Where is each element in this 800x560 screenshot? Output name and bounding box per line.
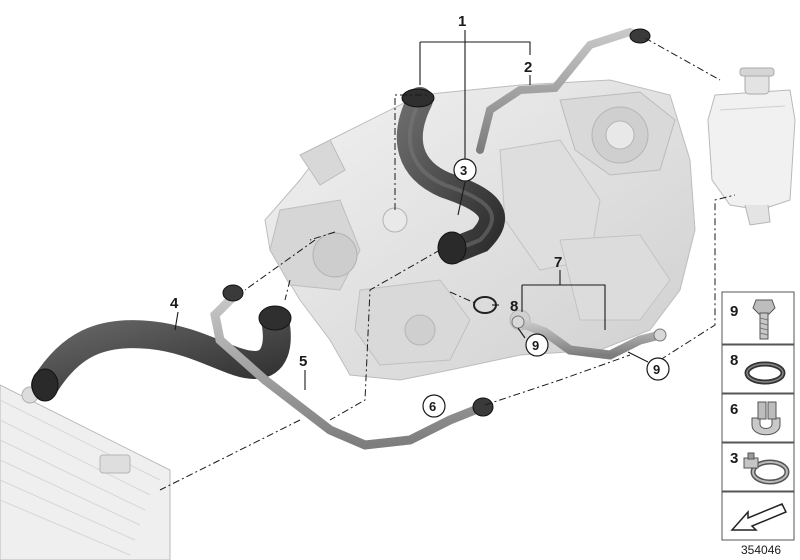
upper-radiator-hose: [396, 87, 505, 265]
callout-9a: 9: [532, 338, 539, 353]
legend-label-6: 6: [730, 401, 738, 418]
legend-label-3: 3: [730, 450, 738, 467]
expansion-tank: [707, 67, 796, 226]
callout-9a-circle: [525, 333, 549, 357]
legend-label-9: 9: [730, 303, 738, 320]
coolant-return-pipe: [210, 284, 494, 450]
callout-1: 1: [458, 13, 466, 30]
callout-4: 4: [170, 295, 179, 312]
diagram-id: 354046: [741, 543, 781, 557]
coolant-pipe-7: [511, 315, 667, 360]
callout-9b-circle: [646, 357, 670, 381]
expansion-tank-pipe: [476, 27, 651, 154]
o-ring-icon: [744, 361, 786, 385]
callout-8: 8: [510, 298, 518, 315]
hose-clamp-icon: [743, 452, 790, 485]
parts-legend: 9 8 6 3: [721, 291, 795, 541]
radiator: [0, 384, 171, 560]
installation-lines: [159, 37, 736, 491]
leader-lines: [174, 30, 649, 390]
callout-3-circle: [453, 158, 477, 182]
callout-2: 2: [524, 59, 532, 76]
legend-label-8: 8: [730, 352, 738, 369]
bolt-icon: [752, 299, 776, 340]
callout-9b: 9: [653, 362, 660, 377]
callout-3: 3: [460, 163, 467, 178]
direction-arrow-icon: [730, 503, 788, 531]
callout-6: 6: [429, 399, 436, 414]
callouts: 1 2 3 4 5 6 7 8 9 9: [170, 13, 670, 418]
callout-5: 5: [299, 353, 307, 370]
callout-7: 7: [554, 254, 562, 271]
lower-radiator-hose: [31, 305, 292, 402]
spring-clip-icon: [751, 401, 781, 436]
callout-6-circle: [422, 394, 446, 418]
